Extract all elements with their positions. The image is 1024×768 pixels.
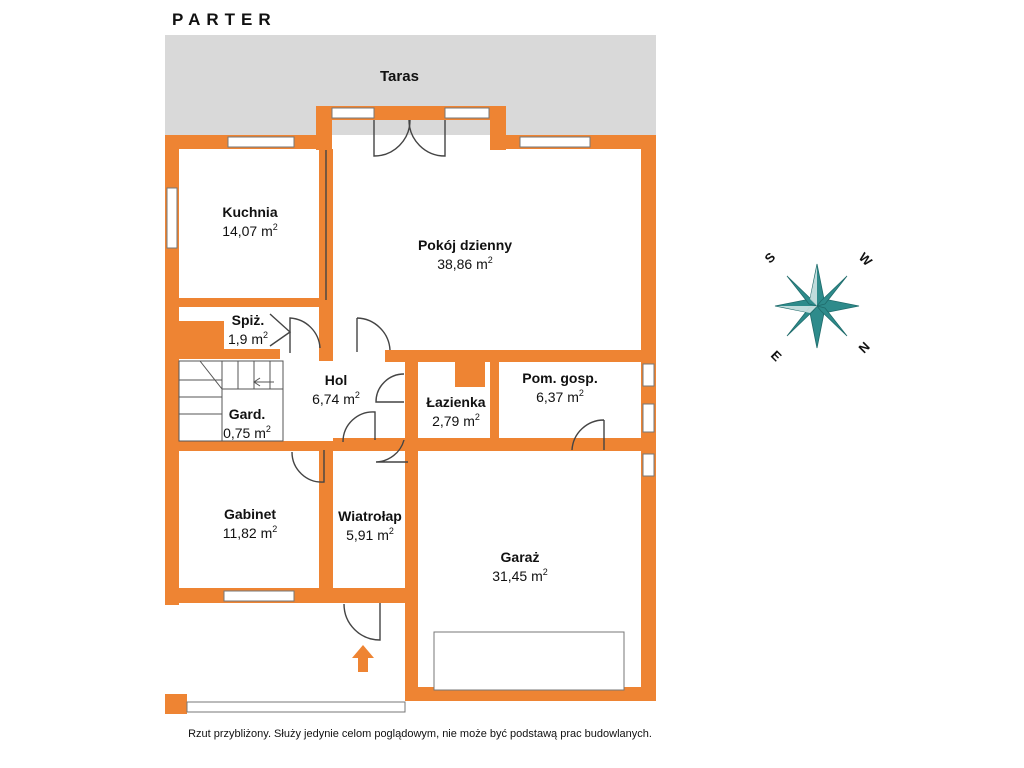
room-gard: Gard. 0,75 m2: [223, 406, 271, 441]
window: [444, 107, 490, 119]
door-swing: [375, 439, 408, 463]
terrace-label: Taras: [380, 68, 419, 85]
wall: [179, 321, 224, 351]
floor-title: PARTER: [172, 10, 277, 29]
window: [519, 136, 591, 148]
window: [166, 187, 178, 249]
room-lazienka: Łazienka 2,79 m2: [426, 394, 486, 429]
door-swing: [375, 373, 405, 403]
wall: [165, 349, 280, 359]
compass-s: S: [762, 249, 779, 266]
room-wiatrolap: Wiatrołap 5,91 m2: [338, 508, 402, 543]
wall: [490, 350, 499, 451]
wall: [333, 438, 405, 451]
stairs: [178, 360, 284, 442]
door-swing: [408, 119, 446, 157]
room-hol: Hol 6,74 m2: [312, 372, 360, 407]
window: [642, 403, 655, 433]
wall: [165, 694, 187, 714]
window: [223, 590, 295, 602]
door-swing: [269, 313, 292, 347]
disclaimer-text: Rzut przybliżony. Służy jedynie celom po…: [188, 728, 652, 740]
door-swing: [289, 317, 321, 353]
room-garaz: Garaż 31,45 m2: [492, 549, 548, 584]
wall: [405, 350, 418, 603]
doors: [269, 119, 605, 641]
room-kuchnia: Kuchnia 14,07 m2: [222, 204, 278, 239]
window: [642, 453, 655, 477]
compass-e: E: [768, 348, 785, 365]
door-swing: [342, 411, 376, 443]
wall: [405, 438, 656, 451]
room-pom-gosp: Pom. gosp. 6,37 m2: [522, 370, 598, 405]
window: [227, 136, 295, 148]
windows: [166, 107, 655, 713]
compass-w: W: [856, 250, 876, 270]
window: [331, 107, 375, 119]
wall: [165, 135, 179, 605]
garage-door: [433, 631, 625, 691]
room-spiz: Spiż. 1,9 m2: [227, 312, 269, 347]
room-pokoj-dzienny: Pokój dzienny 38,86 m2: [417, 237, 513, 272]
wall: [179, 298, 319, 307]
door-swing: [356, 317, 391, 352]
wall: [455, 359, 485, 387]
wall: [405, 590, 418, 701]
wall: [385, 350, 656, 362]
compass-n: N: [856, 339, 873, 356]
window: [642, 363, 655, 387]
entrance-arrow: [352, 645, 374, 672]
door-swing: [571, 419, 605, 451]
compass-rose: S W N E: [762, 249, 876, 365]
door-swing: [343, 603, 381, 641]
room-gabinet: Gabinet 11,82 m2: [222, 506, 278, 541]
door-swing: [291, 450, 325, 483]
wall: [165, 441, 325, 451]
window: [186, 701, 406, 713]
